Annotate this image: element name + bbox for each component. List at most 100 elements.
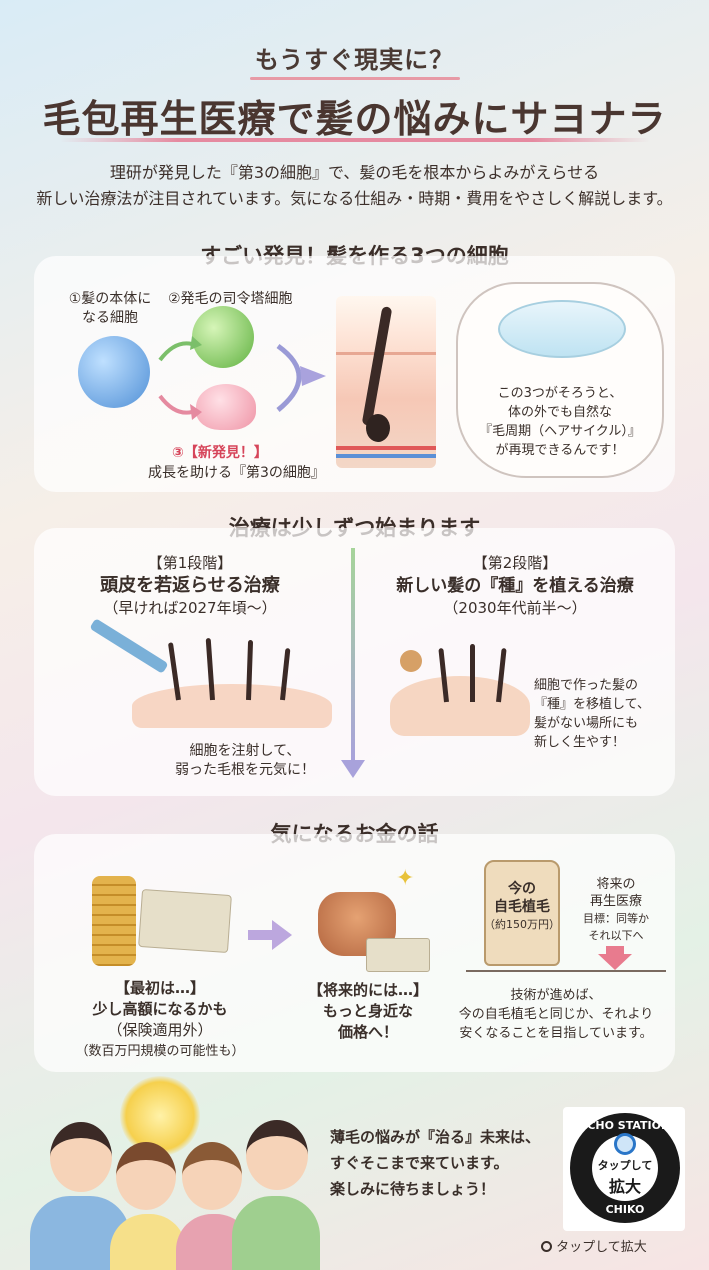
cloud-text: この3つがそろうと、 体の外でも自然な 『毛周期（ヘアサイクル）』 が再現できる…	[462, 384, 658, 460]
stage1-header: 【第1段階】 頭皮を若返らせる治療 （早ければ2027年頃〜）	[60, 554, 320, 618]
cell1-label-line: ①髪の本体に	[68, 291, 152, 307]
stage1-time: （早ければ2027年頃〜）	[103, 599, 277, 617]
person-face	[50, 1122, 112, 1192]
zoom-link[interactable]: タップして拡大	[541, 1236, 647, 1255]
future-medicine-line: 目標：同等か	[583, 912, 649, 925]
zoom-link-label: タップして拡大	[556, 1240, 647, 1255]
intro-line: 新しい治療法が注目されています。気になる仕組み・時期・費用をやさしく解説します。	[36, 189, 673, 208]
cell-arrows	[158, 336, 326, 420]
price-tag-text: 今の 自毛植毛 （約150万円）	[484, 880, 560, 934]
blue-cell-icon	[78, 336, 150, 408]
compare-line: 技術が進めば、	[510, 988, 602, 1003]
timeline-arrow	[351, 548, 355, 762]
badge-mid-text: タップして	[597, 1159, 653, 1172]
search-icon	[541, 1241, 552, 1252]
stage1-label: 【第1段階】	[147, 554, 233, 572]
first-cost-label: 【最初は…】	[114, 979, 205, 997]
future-cost-label: 【将来的には…】	[307, 981, 428, 999]
price-tag-line: 自毛植毛	[494, 899, 550, 915]
pink-cell-icon	[196, 384, 256, 430]
compare-line: 今の自毛植毛と同じか、それより	[458, 1007, 654, 1022]
sparkle-icon: ✦	[396, 866, 415, 891]
stage1-note: 細胞を注射して、 弱った毛根を元気に！	[160, 742, 330, 780]
future-medicine-line: 再生医療	[589, 894, 642, 909]
cloud-line: が再現できるんです！	[495, 443, 625, 458]
baseline-divider	[466, 970, 666, 972]
stage2-title: 新しい髪の『種』を植える治療	[396, 576, 634, 596]
person-face	[116, 1142, 176, 1210]
badge-top-text: ECHO STATION	[579, 1119, 671, 1132]
cloud-line: この3つがそろうと、	[497, 386, 623, 401]
hair-shaft	[361, 306, 393, 426]
zoom-badge-button[interactable]: ECHO STATION タップして 拡大 CHIKO	[563, 1107, 685, 1231]
money-bills-icon	[366, 938, 430, 972]
skin-line	[336, 352, 436, 355]
page-title: 毛包再生医療で髪の悩みにサヨナラ	[42, 97, 667, 141]
future-medicine-line: それ以下へ	[588, 929, 644, 942]
happy-people-illustration	[20, 1112, 320, 1270]
arrow-down-icon	[606, 946, 624, 956]
badge-center: タップして 拡大	[592, 1133, 658, 1201]
first-cost-line: （保険適用外）	[107, 1021, 213, 1039]
green-cell-icon	[192, 306, 254, 368]
money-bills-icon	[138, 888, 232, 954]
price-tag-line: 今の	[508, 881, 536, 897]
echo-station-badge: ECHO STATION タップして 拡大 CHIKO	[570, 1113, 680, 1223]
badge-bottom-text: CHIKO	[605, 1203, 645, 1216]
person-face	[182, 1142, 242, 1210]
cell3-desc: 成長を助ける『第3の細胞』	[148, 465, 325, 481]
coin-stack-icon	[92, 876, 136, 966]
footer-message-line: 楽しみに待ちましょう！	[330, 1180, 496, 1198]
subtitle: もうすぐ現実に？	[0, 40, 709, 80]
badge-mid-text: 拡大	[608, 1177, 641, 1196]
future-cost-line: 価格へ！	[337, 1023, 398, 1041]
seed-icon	[400, 650, 422, 672]
stage2-note: 細胞で作った髪の 『種』を移植して、 髪がない場所にも 新しく生やす！	[534, 676, 670, 752]
blood-vessel	[336, 446, 436, 450]
stage2-label: 【第2段階】	[472, 554, 558, 572]
stage2-note-line: 『種』を移植して、	[534, 697, 650, 712]
stage1-title: 頭皮を若返らせる治療	[100, 575, 280, 596]
arrow-down-icon	[598, 954, 632, 970]
arrow-down-icon	[341, 760, 365, 778]
hair-bulb	[366, 414, 390, 442]
first-cost-text: 【最初は…】 少し高額になるかも （保険適用外） （数百万円規模の可能性も）	[60, 978, 260, 1062]
stage1-note-line: 細胞を注射して、	[189, 743, 301, 759]
arrow-right-icon	[272, 920, 292, 950]
person-face	[246, 1120, 308, 1190]
scalp-illustration	[390, 676, 530, 736]
price-tag-icon	[484, 860, 560, 966]
stage2-time: （2030年代前半〜）	[443, 599, 587, 617]
cell2-label: ②発毛の司令塔細胞	[168, 291, 293, 307]
first-cost-line: （数百万円規模の可能性も）	[75, 1044, 245, 1059]
petri-dish-icon	[498, 300, 626, 358]
stage2-note-line: 髪がない場所にも	[534, 716, 639, 731]
sun-icon	[120, 1076, 200, 1156]
magnifier-icon	[614, 1133, 636, 1155]
future-medicine-text: 将来の 再生医療 目標：同等か それ以下へ	[566, 876, 666, 944]
cloud-line: 『毛周期（ヘアサイクル）』	[479, 424, 641, 439]
first-cost-line: 少し高額になるかも	[92, 1000, 228, 1018]
follicle-illustration	[336, 296, 436, 468]
footer-message: 薄毛の悩みが『治る』未来は、 すぐそこまで来ています。 楽しみに待ちましょう！	[330, 1124, 560, 1202]
compare-text: 技術が進めば、 今の自毛植毛と同じか、それより 安くなることを目指しています。	[436, 986, 676, 1043]
future-cost-text: 【将来的には…】 もっと身近な 価格へ！	[298, 980, 438, 1043]
stage2-header: 【第2段階】 新しい髪の『種』を植える治療 （2030年代前半〜）	[380, 554, 650, 618]
cell1-label: ①髪の本体に なる細胞	[50, 290, 170, 328]
intro-line: 理研が発見した『第3の細胞』で、髪の毛を根本からよみがえらせる	[109, 163, 600, 182]
hair-icon	[470, 644, 475, 702]
intro-text: 理研が発見した『第3の細胞』で、髪の毛を根本からよみがえらせる 新しい治療法が注…	[20, 160, 689, 212]
person-shirt	[232, 1196, 320, 1270]
stage1-note-line: 弱った毛根を元気に！	[175, 762, 315, 778]
stage2-note-line: 新しく生やす！	[534, 735, 626, 750]
footer-message-line: すぐそこまで来ています。	[330, 1154, 509, 1172]
compare-line: 安くなることを目指しています。	[459, 1026, 653, 1041]
arrow-right-icon	[248, 930, 274, 940]
price-tag-line: （約150万円）	[484, 918, 560, 931]
cell3-new-label: ③【新発見！】	[172, 445, 268, 461]
blood-vessel	[336, 454, 436, 458]
future-cost-line: もっと身近な	[322, 1002, 413, 1020]
stage2-note-line: 細胞で作った髪の	[534, 678, 639, 693]
footer-message-line: 薄毛の悩みが『治る』未来は、	[330, 1128, 541, 1146]
scalp-illustration	[132, 684, 332, 728]
